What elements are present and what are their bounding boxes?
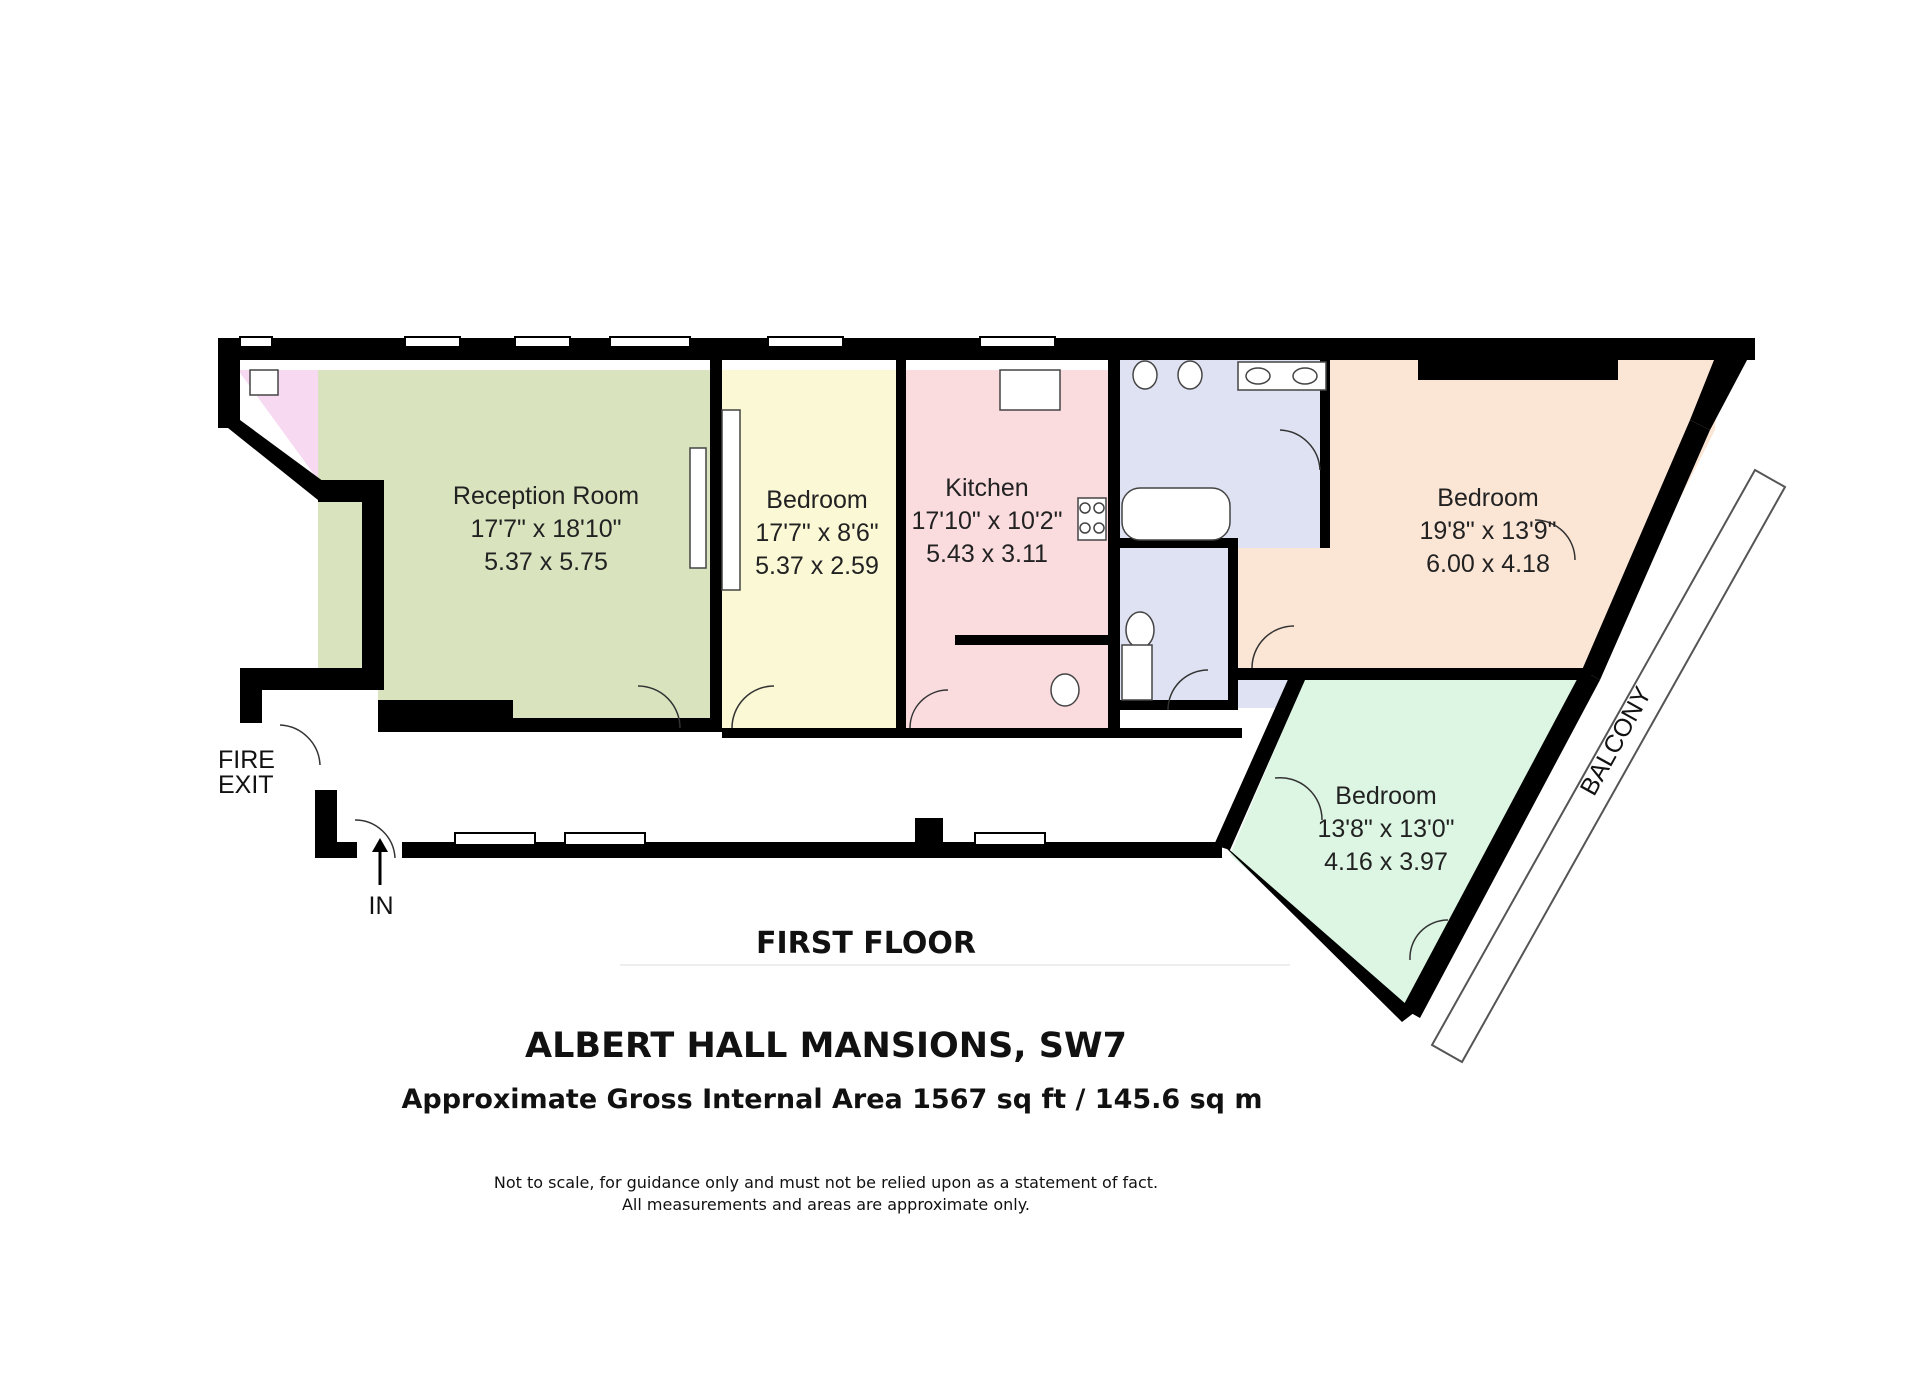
bedroom-3-fill xyxy=(1230,678,1590,1005)
reception-room-fill xyxy=(318,370,710,728)
room-bedroom-2: Bedroom 19'8" x 13'9" 6.00 x 4.18 xyxy=(1419,484,1556,578)
entrance-label: IN xyxy=(369,892,394,920)
room-imperial-size: 17'10" x 10'2" xyxy=(911,507,1062,535)
windows xyxy=(239,336,1056,846)
room-name: Bedroom xyxy=(766,486,867,514)
room-reception: Reception Room 17'7" x 18'10" 5.37 x 5.7… xyxy=(453,482,639,576)
room-metric-size: 5.37 x 2.59 xyxy=(755,552,879,580)
room-kitchen: Kitchen 17'10" x 10'2" 5.43 x 3.11 xyxy=(911,474,1062,568)
entry-arrow-icon xyxy=(372,838,388,885)
disclaimer-line-2: All measurements and areas are approxima… xyxy=(622,1195,1030,1214)
plan-title: ALBERT HALL MANSIONS, SW7 xyxy=(525,1026,1127,1066)
fixtures xyxy=(249,360,1327,707)
room-metric-size: 5.43 x 3.11 xyxy=(926,540,1048,568)
room-imperial-size: 19'8" x 13'9" xyxy=(1419,517,1556,545)
bedroom-1-fill xyxy=(718,370,896,728)
room-name: Bedroom xyxy=(1335,782,1436,810)
room-imperial-size: 13'8" x 13'0" xyxy=(1317,815,1454,843)
room-metric-size: 4.16 x 3.97 xyxy=(1324,848,1448,876)
balcony-outline xyxy=(1430,468,1787,1064)
plan-subtitle: Approximate Gross Internal Area 1567 sq … xyxy=(401,1084,1262,1115)
room-metric-size: 5.37 x 5.75 xyxy=(484,548,608,576)
disclaimer-line-1: Not to scale, for guidance only and must… xyxy=(494,1173,1158,1192)
kitchen-fill xyxy=(904,370,1110,728)
room-imperial-size: 17'7" x 18'10" xyxy=(470,515,621,543)
room-bedroom-1: Bedroom 17'7" x 8'6" 5.37 x 2.59 xyxy=(755,486,879,580)
room-name: Bedroom xyxy=(1437,484,1538,512)
room-bedroom-3: Bedroom 13'8" x 13'0" 4.16 x 3.97 xyxy=(1317,782,1454,876)
floor-label: FIRST FLOOR xyxy=(756,926,976,961)
room-name: Reception Room xyxy=(453,482,639,510)
cloakroom-fill xyxy=(238,370,318,480)
room-imperial-size: 17'7" x 8'6" xyxy=(755,519,878,547)
fire-exit-label-line1: FIRE xyxy=(218,746,275,774)
room-name: Kitchen xyxy=(945,474,1028,502)
bedroom-2-fill xyxy=(1236,358,1720,675)
door-swings xyxy=(279,429,1576,961)
fire-exit-label-line2: EXIT xyxy=(218,771,274,799)
room-metric-size: 6.00 x 4.18 xyxy=(1426,550,1550,578)
